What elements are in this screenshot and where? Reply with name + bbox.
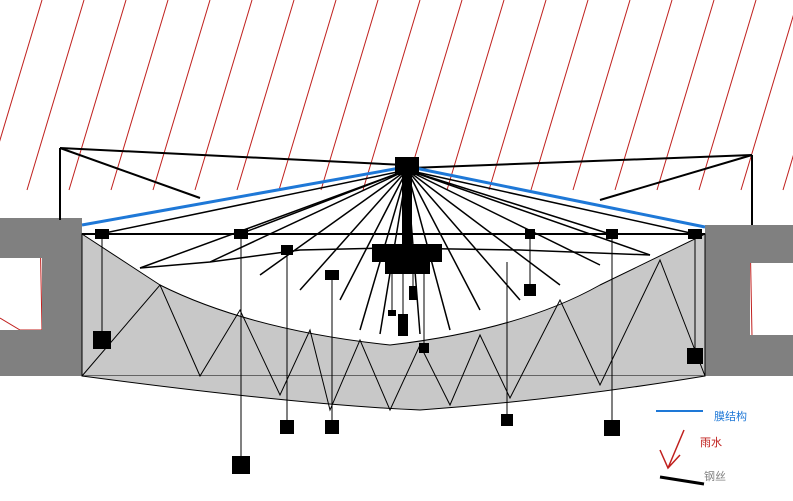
rain-line: [194, 0, 253, 191]
rain-line: [488, 0, 547, 191]
rain-line: [68, 0, 127, 191]
legend-membrane-label: 膜结构: [714, 409, 747, 423]
rain-line: [152, 0, 211, 191]
steel-cable: [406, 169, 481, 311]
anchor-block: [281, 245, 293, 255]
counterweight: [604, 420, 620, 436]
steel-cable-ring: [139, 247, 651, 269]
bowl-truss: [81, 258, 706, 412]
rain-line: [740, 14, 793, 191]
anchor-block: [606, 229, 618, 239]
counterweight: [280, 420, 294, 434]
legend-rain-label: 雨水: [700, 436, 722, 449]
rain-line: [530, 0, 589, 191]
steel-cable: [406, 169, 651, 256]
rain-line: [110, 0, 169, 191]
steel-cable: [299, 169, 408, 291]
rain-line: [236, 0, 295, 191]
seating-bowl: [81, 233, 706, 377]
rain-line: [26, 0, 85, 191]
steel-cable: [406, 169, 561, 286]
steel-cable: [239, 169, 408, 235]
rain-line: [698, 0, 757, 191]
steel-cable: [406, 169, 521, 301]
rain-line: [0, 0, 43, 142]
rain-line: [362, 0, 421, 191]
counterweight: [93, 331, 111, 349]
rain-line: [614, 0, 673, 191]
rain-line: [656, 0, 715, 191]
membrane-structure: [81, 166, 706, 229]
steel-cable: [339, 169, 408, 301]
counterweight: [501, 414, 513, 426]
legend: 膜结构 雨水 钢丝: [656, 409, 747, 486]
anchor-block: [688, 229, 702, 239]
counterweight: [687, 348, 703, 364]
rain-line: [782, 154, 793, 191]
counterweight: [232, 456, 250, 474]
steel-cable: [259, 169, 408, 276]
legend-rain-swatch: [659, 429, 685, 470]
rain-line: [320, 0, 379, 191]
steel-cable: [406, 169, 611, 235]
central-mast: [372, 157, 442, 274]
hanging-weights: [93, 229, 703, 474]
bowl-floor: [81, 375, 706, 411]
anchor-block: [95, 229, 109, 239]
steel-cable: [209, 169, 408, 263]
steel-cable: [406, 169, 696, 235]
anchor-block: [325, 270, 339, 280]
rain-line: [446, 0, 505, 191]
counterweight: [524, 284, 536, 296]
steel-cable: [99, 169, 408, 235]
stadium-walls: [0, 218, 793, 376]
anchor-block: [234, 229, 248, 239]
legend-steel-label: 钢丝: [704, 470, 726, 483]
steel-cable: [406, 169, 601, 266]
counterweight: [325, 420, 339, 434]
legend-steel-swatch: [659, 475, 705, 486]
roof-frame: [59, 147, 753, 235]
anchor-block: [525, 229, 535, 239]
rain-line: [572, 0, 631, 191]
